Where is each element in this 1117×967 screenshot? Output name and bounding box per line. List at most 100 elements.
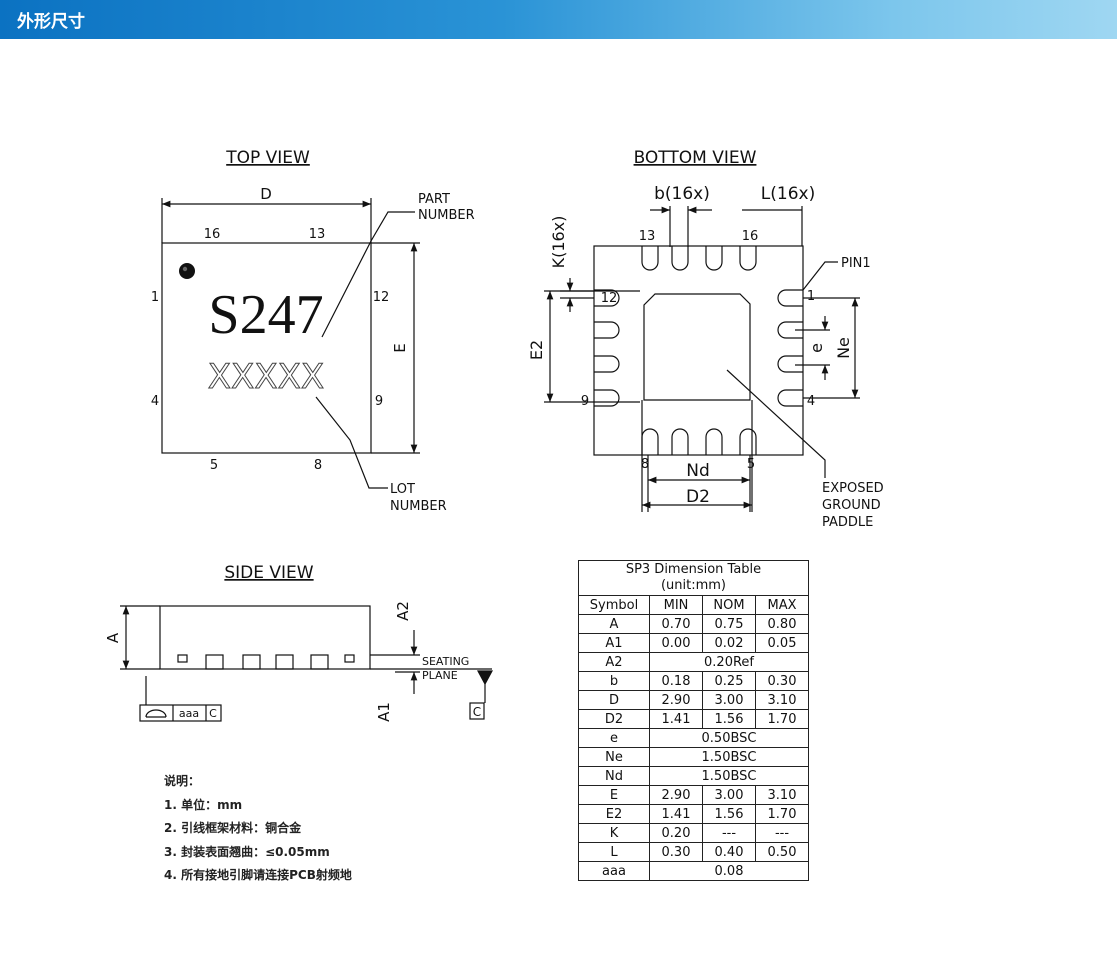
top-dim-d: D xyxy=(260,185,272,203)
cell-min: 0.18 xyxy=(649,671,703,691)
top-dim-e: E xyxy=(391,343,409,352)
cell-symbol: e xyxy=(578,728,650,748)
datum-c: C xyxy=(473,705,481,719)
notes: 说明： 1. 单位：mm 2. 引线框架材料：铜合金 3. 封装表面翘曲：≤0.… xyxy=(164,770,352,888)
bottom-package-body xyxy=(593,245,804,456)
k-label: K(16x) xyxy=(549,216,568,269)
dimension-table: SP3 Dimension Table (unit:mm) Symbol MIN… xyxy=(578,560,809,881)
bottom-pin-1: 1 xyxy=(807,289,815,304)
side-package-body xyxy=(159,605,371,670)
cell-min: 1.41 xyxy=(649,709,703,729)
cell-nom: 3.00 xyxy=(702,690,756,710)
top-pin-16: 16 xyxy=(204,227,221,242)
cell-value-span: 0.08 xyxy=(649,861,809,881)
table-header-row: Symbol MIN NOM MAX xyxy=(578,595,809,615)
a-label: A xyxy=(104,632,122,643)
col-header-min: MIN xyxy=(649,595,703,615)
cell-max: 1.70 xyxy=(755,709,809,729)
note-3: 3. 封装表面翘曲：≤0.05mm xyxy=(164,844,330,859)
cell-min: 0.70 xyxy=(649,614,703,634)
cell-nom: 0.40 xyxy=(702,842,756,862)
top-view: TOP VIEW D E 16 13 1 12 4 9 5 8 S247 XXX… xyxy=(151,148,475,514)
top-pin-12: 12 xyxy=(373,290,390,305)
cell-symbol: E2 xyxy=(578,804,650,824)
bottom-view-title: BOTTOM VIEW xyxy=(634,148,757,168)
cell-symbol: A2 xyxy=(578,652,650,672)
table-caption: SP3 Dimension Table (unit:mm) xyxy=(578,560,809,596)
cell-value-span: 0.20Ref xyxy=(649,652,809,672)
top-pin-4: 4 xyxy=(151,394,159,409)
cell-max: 0.30 xyxy=(755,671,809,691)
top-pin-13: 13 xyxy=(309,227,326,242)
datum-c-box xyxy=(469,702,485,720)
header-bar: 外形尺寸 xyxy=(0,0,1117,39)
bottom-pin-13: 13 xyxy=(639,229,656,244)
note-1: 1. 单位：mm xyxy=(164,797,243,812)
a2-label: A2 xyxy=(394,601,412,621)
cell-value-span: 0.50BSC xyxy=(649,728,809,748)
b-label: b(16x) xyxy=(654,184,710,204)
cell-symbol: b xyxy=(578,671,650,691)
cell-symbol: aaa xyxy=(578,861,650,881)
cell-min: 0.20 xyxy=(649,823,703,843)
cell-max: 0.50 xyxy=(755,842,809,862)
bottom-pin-8: 8 xyxy=(641,457,649,472)
seating-plane-label-1: SEATING xyxy=(422,655,469,668)
e-label: e xyxy=(807,343,826,353)
cell-symbol: Nd xyxy=(578,766,650,786)
cell-value-span: 1.50BSC xyxy=(649,747,809,767)
cell-symbol: D2 xyxy=(578,709,650,729)
pin1-label: PIN1 xyxy=(841,256,871,271)
paddle-label-3: PADDLE xyxy=(822,515,873,530)
cell-nom: 0.25 xyxy=(702,671,756,691)
d2-label: D2 xyxy=(686,487,710,507)
l-label: L(16x) xyxy=(761,184,815,204)
col-header-max: MAX xyxy=(755,595,809,615)
seating-plane-label-2: PLANE xyxy=(422,669,458,682)
notes-title: 说明： xyxy=(164,774,201,788)
cell-min: 0.00 xyxy=(649,633,703,653)
cell-max: 1.70 xyxy=(755,804,809,824)
paddle-label-1: EXPOSED xyxy=(822,481,884,496)
cell-symbol: E xyxy=(578,785,650,805)
e2-label: E2 xyxy=(527,340,546,360)
cell-nom: 1.56 xyxy=(702,804,756,824)
ne-label: Ne xyxy=(834,337,853,359)
cell-nom: --- xyxy=(702,823,756,843)
note-4: 4. 所有接地引脚请连接PCB射频地 xyxy=(164,868,352,882)
cell-max: 0.05 xyxy=(755,633,809,653)
top-pin-1: 1 xyxy=(151,290,159,305)
bottom-pin-12: 12 xyxy=(601,291,618,306)
part-number-label-2: NUMBER xyxy=(418,208,475,223)
paddle-label-2: GROUND xyxy=(822,498,881,513)
col-header-nom: NOM xyxy=(702,595,756,615)
cell-nom: 1.56 xyxy=(702,709,756,729)
part-code: S247 xyxy=(208,284,323,346)
cell-min: 2.90 xyxy=(649,785,703,805)
cell-nom: 3.00 xyxy=(702,785,756,805)
cell-symbol: A xyxy=(578,614,650,634)
side-view: SIDE VIEW A A2 SEATING PLANE A1 xyxy=(104,563,494,722)
cell-symbol: D xyxy=(578,690,650,710)
lot-code: XXXXX xyxy=(208,357,324,397)
cell-symbol: K xyxy=(578,823,650,843)
cell-value-span: 1.50BSC xyxy=(649,766,809,786)
bottom-pin-16: 16 xyxy=(742,229,759,244)
part-number-label-1: PART xyxy=(418,192,450,207)
top-pin-5: 5 xyxy=(210,458,218,473)
top-view-title: TOP VIEW xyxy=(225,148,310,168)
bottom-pin-5: 5 xyxy=(747,457,755,472)
exposed-paddle xyxy=(643,293,751,401)
